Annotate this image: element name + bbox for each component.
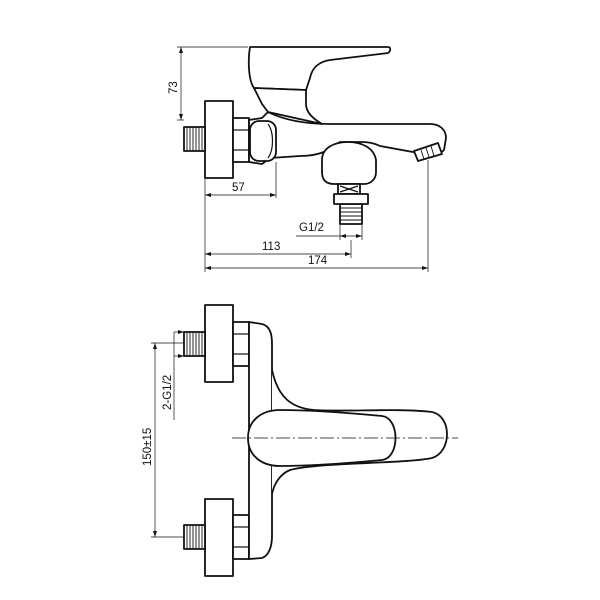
dimension-label-150: 150±15	[142, 428, 154, 466]
front-top-thread	[183, 331, 206, 357]
dimension-label-g12: G1/2	[299, 222, 324, 234]
dimension-g12: G1/2	[296, 222, 363, 240]
dimension-label-57: 57	[232, 182, 245, 194]
front-top-hex-nut	[232, 321, 250, 367]
dimension-73: 73	[168, 46, 248, 121]
side-inlet-thread	[183, 126, 206, 152]
side-diverter-outlet	[321, 141, 377, 225]
dimension-150: 150±15	[142, 342, 184, 538]
front-view: 150±15 2-G1/2	[142, 304, 458, 577]
front-bottom-flange	[204, 498, 234, 577]
side-lever-handle	[247, 46, 392, 91]
dimension-label-2g12: 2-G1/2	[162, 375, 174, 410]
dimension-174: 174	[205, 160, 429, 272]
dimension-label-73: 73	[168, 81, 180, 94]
dimension-label-113: 113	[262, 241, 280, 253]
dimension-label-174: 174	[308, 255, 328, 267]
dimension-57: 57	[204, 162, 277, 198]
dimension-113: 113	[204, 198, 352, 272]
side-wall-flange	[204, 100, 234, 179]
dimension-2g12: 2-G1/2	[162, 330, 184, 420]
front-top-flange	[204, 304, 234, 383]
side-handle-neck	[253, 87, 323, 125]
front-bottom-thread	[183, 524, 206, 550]
side-aerator	[413, 142, 443, 162]
side-hex-nut	[232, 117, 250, 163]
front-bottom-hex-nut	[232, 514, 250, 560]
side-valve-cap	[249, 120, 277, 162]
side-view: 73 57 G1/2 113	[168, 46, 447, 272]
